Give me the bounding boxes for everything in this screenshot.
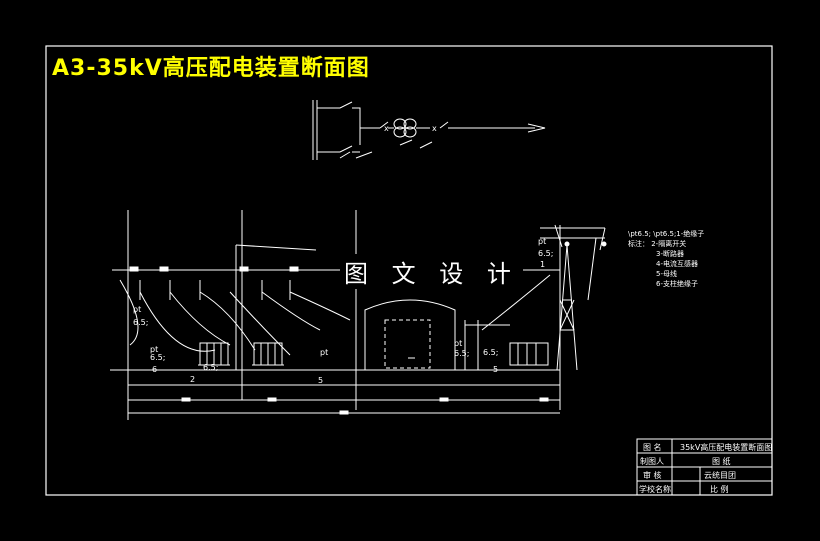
drawing-title: A3-35kV高压配电装置断面图 xyxy=(52,56,370,81)
tb-r3-label: 审 核 xyxy=(643,470,662,480)
legend-line-3: 3-断路器 xyxy=(656,249,684,258)
tb-r4-label: 学校名称 xyxy=(639,484,671,494)
tb-r2-label: 制图人 xyxy=(640,456,664,466)
callout-5-right: 5 xyxy=(493,365,498,374)
tb-r3-value: 云统目团 xyxy=(704,470,736,480)
watermark: 图 文 设 计 xyxy=(340,254,523,289)
single-line-diagram: x x xyxy=(312,100,546,160)
callout-1-top: 1 xyxy=(540,260,545,269)
tb-r1-label: 图 名 xyxy=(643,442,662,452)
callout-pt65-left2: 6.5; xyxy=(150,353,165,362)
callout-5-left: 5 xyxy=(318,376,323,385)
callout-pt65-top: 6.5; xyxy=(538,249,553,258)
legend-line-6: 6-支柱绝缘子 xyxy=(656,279,698,288)
drawing-frame xyxy=(45,45,773,496)
callout-pt-left: pt xyxy=(133,305,141,314)
callout-pt-top: pt xyxy=(538,237,546,246)
title-block xyxy=(636,438,773,496)
legend-line-4: 4-电流互感器 xyxy=(656,259,698,268)
callout-pt65-right: 6.5; xyxy=(454,349,469,358)
legend-line-1: \pt6.5; \pt6.5;1-绝缘子 xyxy=(628,229,704,238)
legend-line-2: 标注： 2-隔离开关 xyxy=(628,239,686,248)
callout-pt65-mid: 6.5; xyxy=(203,363,218,372)
callout-pt65-right2: 6.5; xyxy=(483,348,498,357)
callout-pt65-left: 6.5; xyxy=(133,318,148,327)
section-elevation xyxy=(110,210,607,420)
legend: \pt6.5; \pt6.5;1-绝缘子 标注： 2-隔离开关 3-断路器 4-… xyxy=(628,229,704,288)
title-block-text: 图 名 35kV高压配电装置断面图 制图人 图 纸 审 核 云统目团 学校名称 … xyxy=(639,442,772,494)
tb-r2-value: 图 纸 xyxy=(712,456,731,466)
callout-pt-right: pt xyxy=(454,339,462,348)
tb-r4-value: 比 例 xyxy=(710,484,729,494)
svg-text:x: x xyxy=(432,124,437,133)
callout-pt-mid: pt xyxy=(320,348,328,357)
callout-6-left: 6 xyxy=(152,365,157,374)
svg-text:x: x xyxy=(384,124,389,133)
callout-pt-left2: pt xyxy=(150,345,158,354)
callout-2: 2 xyxy=(190,375,195,384)
callout-labels: pt 6.5; pt 6.5; 6 2 6.5; pt 5 pt 6.5; 6.… xyxy=(133,237,553,385)
legend-line-5: 5-母线 xyxy=(656,269,677,278)
tb-r1-value: 35kV高压配电装置断面图 xyxy=(680,442,772,452)
